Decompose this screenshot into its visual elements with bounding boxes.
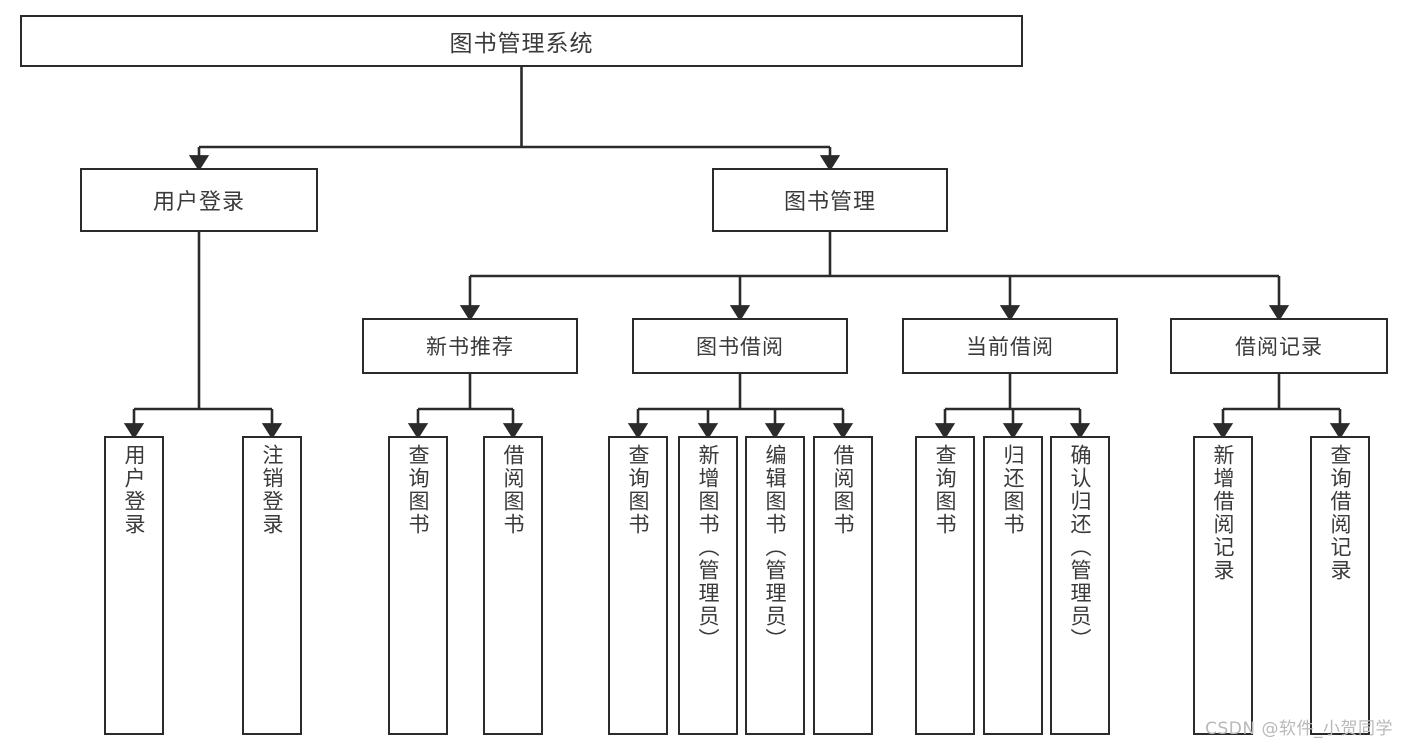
node-leaf-query-book-borrow-label: 查询图书 — [626, 444, 651, 536]
node-book-borrow[interactable]: 图书借阅 — [632, 318, 848, 374]
node-book-management-label: 图书管理 — [783, 190, 876, 215]
watermark-text: CSDN @软件_小贺同学 — [1205, 719, 1393, 739]
node-leaf-query-book-borrow[interactable]: 查询图书 — [608, 436, 668, 735]
node-leaf-confirm-return-admin[interactable]: 确认归还（管理员） — [1050, 436, 1110, 735]
node-leaf-return-book-label: 归还图书 — [1001, 444, 1026, 536]
node-leaf-borrow-book-label: 借阅图书 — [831, 444, 856, 536]
node-book-management[interactable]: 图书管理 — [712, 168, 948, 232]
node-leaf-user-login-label: 用户登录 — [122, 444, 147, 536]
node-leaf-user-login[interactable]: 用户登录 — [104, 436, 164, 735]
node-leaf-add-book-admin[interactable]: 新增图书（管理员） — [678, 436, 738, 735]
node-leaf-edit-book-admin[interactable]: 编辑图书（管理员） — [745, 436, 805, 735]
node-leaf-logout-login-label: 注销登录 — [260, 444, 285, 536]
node-leaf-query-book-current-label: 查询图书 — [933, 444, 958, 536]
node-leaf-query-book-recommend[interactable]: 查询图书 — [388, 436, 448, 735]
node-leaf-logout-login[interactable]: 注销登录 — [242, 436, 302, 735]
node-leaf-query-book-recommend-label: 查询图书 — [406, 444, 431, 536]
node-leaf-add-borrow-record[interactable]: 新增借阅记录 — [1193, 436, 1253, 735]
node-root[interactable]: 图书管理系统 — [20, 15, 1023, 67]
node-borrow-record-label: 借阅记录 — [1235, 335, 1323, 359]
node-new-book-recommend-label: 新书推荐 — [426, 335, 514, 359]
node-root-label: 图书管理系统 — [449, 31, 594, 57]
node-leaf-borrow-book-recommend-label: 借阅图书 — [501, 444, 526, 536]
node-current-borrow-label: 当前借阅 — [966, 335, 1054, 359]
node-leaf-return-book[interactable]: 归还图书 — [983, 436, 1043, 735]
node-borrow-record[interactable]: 借阅记录 — [1170, 318, 1388, 374]
node-leaf-borrow-book[interactable]: 借阅图书 — [813, 436, 873, 735]
node-leaf-add-book-admin-label: 新增图书（管理员） — [696, 444, 721, 651]
node-leaf-query-book-current[interactable]: 查询图书 — [915, 436, 975, 735]
node-leaf-query-borrow-record-label: 查询借阅记录 — [1328, 444, 1353, 582]
node-leaf-add-borrow-record-label: 新增借阅记录 — [1211, 444, 1236, 582]
node-current-borrow[interactable]: 当前借阅 — [902, 318, 1118, 374]
node-new-book-recommend[interactable]: 新书推荐 — [362, 318, 578, 374]
node-leaf-query-borrow-record[interactable]: 查询借阅记录 — [1310, 436, 1370, 735]
node-user-login-label: 用户登录 — [152, 190, 245, 215]
node-leaf-borrow-book-recommend[interactable]: 借阅图书 — [483, 436, 543, 735]
node-book-borrow-label: 图书借阅 — [696, 335, 784, 359]
node-leaf-confirm-return-admin-label: 确认归还（管理员） — [1068, 444, 1093, 651]
node-leaf-edit-book-admin-label: 编辑图书（管理员） — [763, 444, 788, 651]
node-user-login[interactable]: 用户登录 — [80, 168, 318, 232]
